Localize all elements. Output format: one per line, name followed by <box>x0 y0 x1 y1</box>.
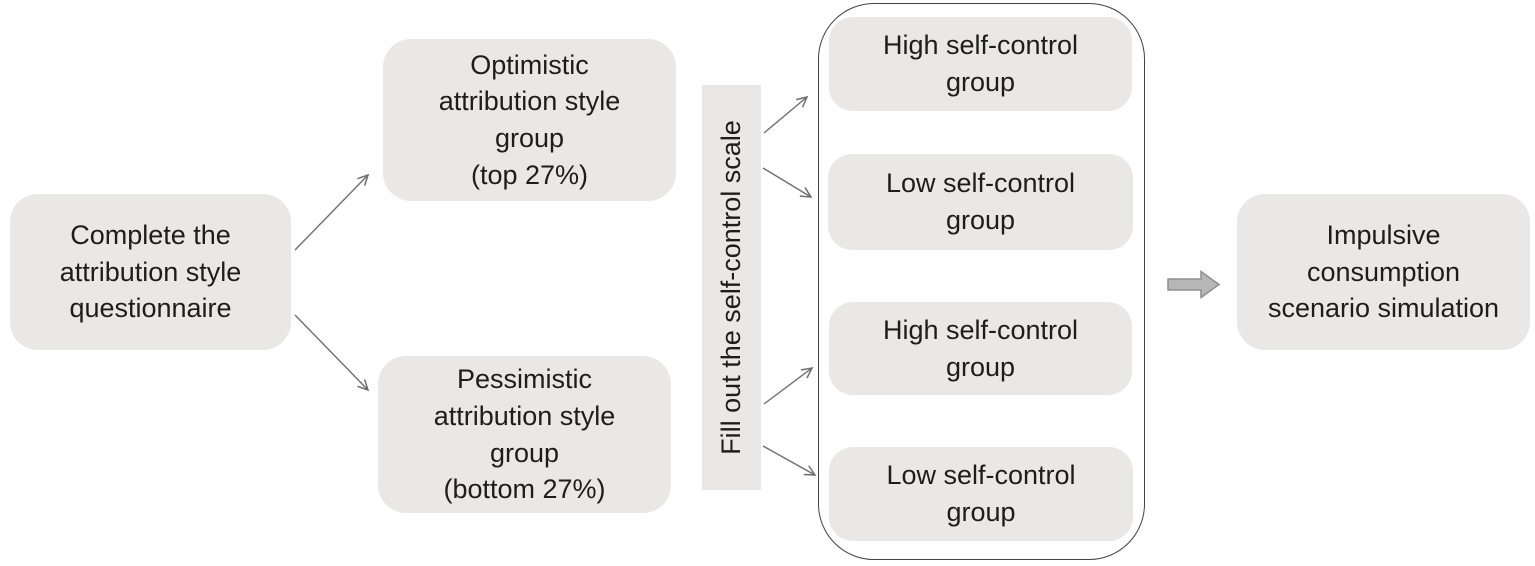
node-label: Low self-control group <box>886 460 1076 527</box>
node-optimistic-group: Optimistic attribution style group (top … <box>383 39 676 201</box>
node-high-self-control-group-1: High self-control group <box>829 17 1132 111</box>
node-label-vertical: Fill out the self-control scale <box>716 120 747 455</box>
arrow-scale-to-low-group-2-icon <box>762 445 817 476</box>
node-low-self-control-group-1: Low self-control group <box>828 154 1133 250</box>
node-label: Complete the attribution style questionn… <box>59 219 242 324</box>
node-attribution-questionnaire: Complete the attribution style questionn… <box>10 194 291 350</box>
node-label: Optimistic attribution style group (top … <box>438 49 621 190</box>
arrow-questionnaire-to-optimistic-icon <box>294 173 370 251</box>
arrow-scale-to-high-group-1-icon <box>763 95 809 134</box>
node-label: High self-control group <box>882 314 1079 382</box>
node-impulsive-consumption-simulation: Impulsive consumption scenario simulatio… <box>1237 194 1530 350</box>
node-label: Pessimistic attribution style group (bot… <box>433 364 616 505</box>
self-control-groups-container <box>818 3 1145 560</box>
node-high-self-control-group-2: High self-control group <box>829 302 1132 395</box>
arrow-questionnaire-to-pessimistic-icon <box>294 314 370 392</box>
node-low-self-control-group-2: Low self-control group <box>829 447 1133 541</box>
node-label: Impulsive consumption scenario simulatio… <box>1267 219 1500 324</box>
node-label: Low self-control group <box>885 168 1076 235</box>
arrow-scale-to-low-group-1-icon <box>762 167 813 198</box>
node-label: High self-control group <box>882 30 1079 97</box>
block-arrow-groups-to-simulation-icon <box>1167 270 1221 299</box>
node-self-control-scale: Fill out the self-control scale <box>702 85 761 490</box>
node-pessimistic-group: Pessimistic attribution style group (bot… <box>378 356 671 513</box>
arrow-scale-to-high-group-2-icon <box>763 366 814 405</box>
